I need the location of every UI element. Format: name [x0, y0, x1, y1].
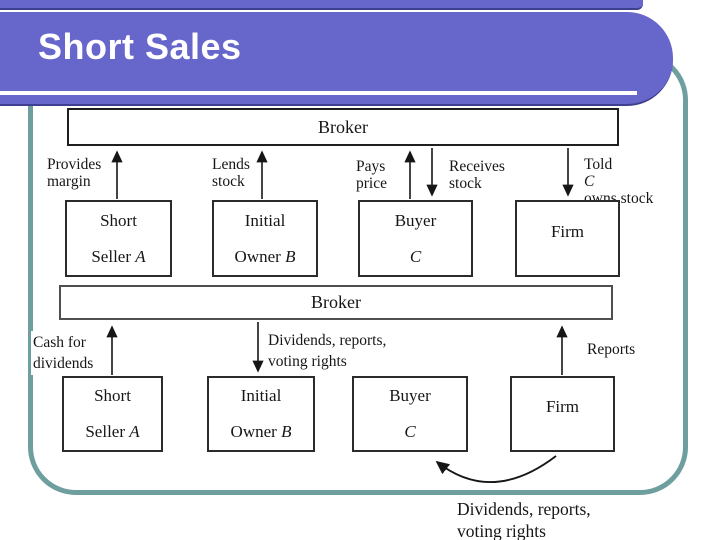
- label-told-c-owns-stock: Told C owns stock: [582, 155, 656, 208]
- page-title: Short Sales: [38, 26, 242, 67]
- box-buyer-c-bottom: Buyer C: [352, 376, 468, 452]
- label-curved-dividends-reports: Dividends, reports, voting rights: [457, 499, 591, 540]
- label-reports: Reports: [585, 338, 638, 361]
- box-short-seller-a-top: Short Seller A: [65, 200, 172, 277]
- box-buyer-c-top: Buyer C: [358, 200, 473, 277]
- box-short-seller-a-bottom: Short Seller A: [62, 376, 163, 452]
- label-cash-for-dividends: Cash for dividends: [31, 331, 96, 375]
- broker-bar-bottom: Broker: [59, 285, 613, 320]
- broker-bar-top-label: Broker: [318, 116, 368, 137]
- label-lends-stock: Lends stock: [210, 155, 252, 191]
- label-receives-stock: Receives stock: [447, 157, 507, 193]
- box-initial-owner-b-bottom: Initial Owner B: [207, 376, 315, 452]
- box-initial-owner-b-top: Initial Owner B: [212, 200, 318, 277]
- broker-bar-top: Broker: [67, 108, 619, 146]
- box-firm-top: Firm: [515, 200, 620, 277]
- title-banner: [0, 12, 673, 106]
- label-provides-margin: Provides margin: [45, 155, 104, 191]
- banner-underline: [0, 91, 637, 95]
- broker-bar-bottom-label: Broker: [311, 292, 361, 312]
- box-firm-bottom: Firm: [510, 376, 615, 452]
- title-banner-strip: [0, 0, 643, 10]
- label-dividends-reports-voting: Dividends, reports, voting rights: [266, 329, 389, 373]
- label-pays-price: Pays price: [354, 157, 389, 193]
